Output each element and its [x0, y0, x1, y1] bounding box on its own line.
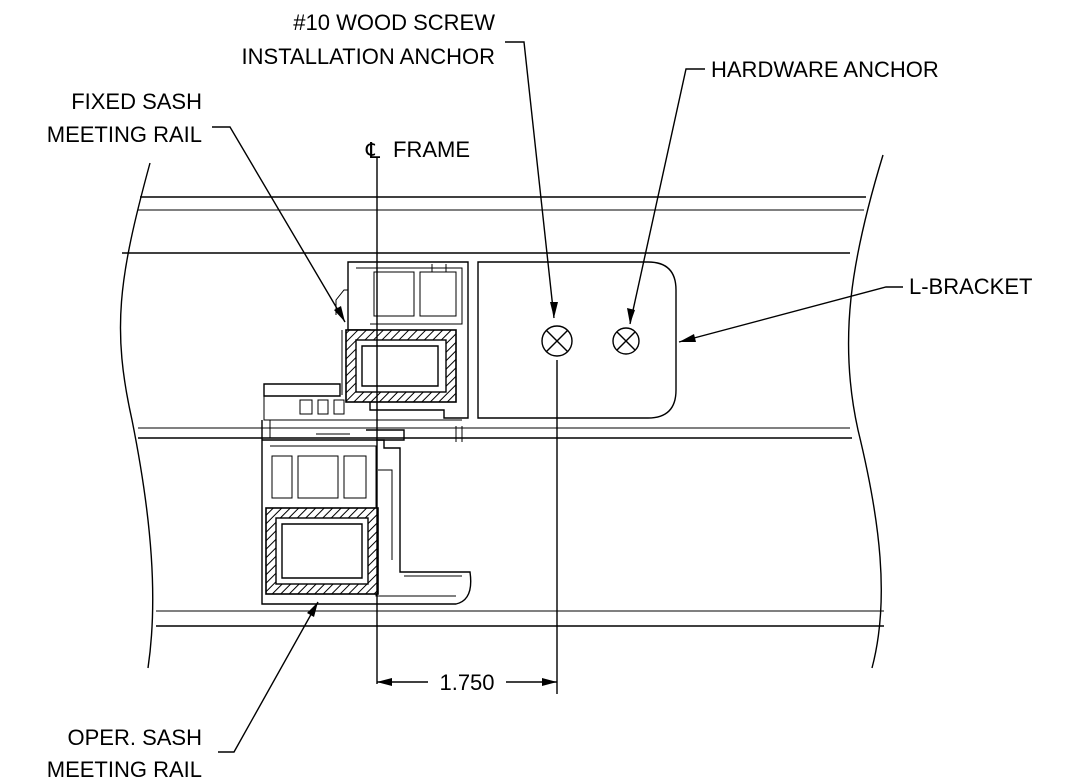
frame-label: FRAME	[393, 137, 470, 162]
operable-sash-profile	[261, 420, 472, 605]
hardware-anchor-screw	[612, 327, 640, 355]
oper-sash-label-line2: MEETING RAIL	[47, 757, 202, 782]
l-bracket-shape	[477, 261, 677, 419]
screw-label-line1: #10 WOOD SCREW	[293, 10, 495, 35]
wood-screw-anchor	[541, 325, 573, 357]
fixed-sash-label-line1: FIXED SASH	[71, 89, 202, 114]
dimension-line	[377, 360, 558, 694]
hardware-anchor-label: HARDWARE ANCHOR	[711, 57, 939, 82]
l-bracket-label: L-BRACKET	[909, 274, 1032, 299]
interlock	[269, 420, 463, 442]
frame-extrusion	[119, 154, 884, 669]
dimension-label: 1.750	[439, 670, 494, 695]
oper-sash-label-line1: OPER. SASH	[68, 725, 202, 750]
leader-lines	[212, 41, 903, 753]
centerline-symbol: ℄	[365, 138, 381, 163]
screw-label-line2: INSTALLATION ANCHOR	[242, 44, 495, 69]
fixed-sash-profile	[263, 261, 469, 421]
fixed-sash-label-line2: MEETING RAIL	[47, 122, 202, 147]
